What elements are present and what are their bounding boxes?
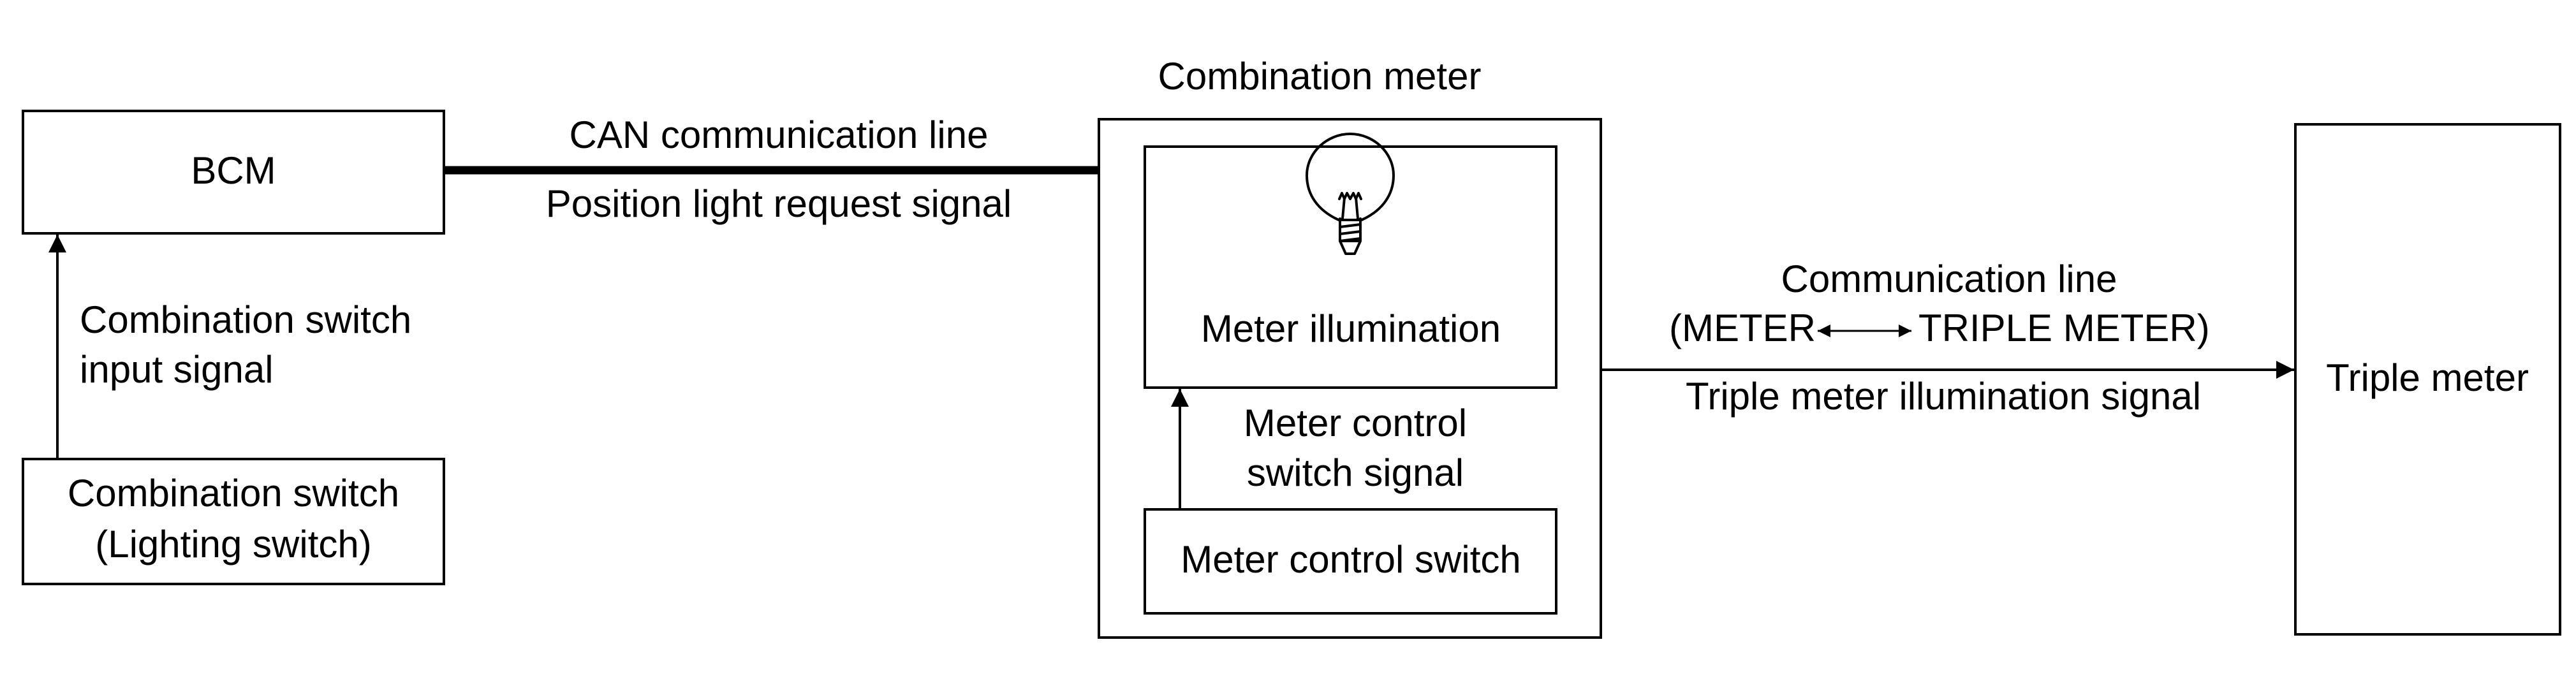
triple-meter-box <box>2294 123 2561 636</box>
can-communication-connection: CAN communication line Position light re… <box>445 113 1098 225</box>
combination-meter-block: Combination meter Meter illumination Met… <box>1098 55 1602 639</box>
combination-switch-label-line1: Combination switch <box>68 472 399 514</box>
meter-control-signal-line1: Meter control <box>1244 402 1467 444</box>
meter-illumination-block: Meter illumination <box>1144 133 1557 389</box>
triple-meter-block: Triple meter <box>2294 123 2561 636</box>
bcm-block: BCM <box>22 110 445 235</box>
triple-meter-illumination-signal-label: Triple meter illumination signal <box>1686 375 2201 418</box>
combination-switch-block: Combination switch (Lighting switch) <box>22 458 445 585</box>
bcm-box <box>22 110 445 235</box>
communication-line-label: Communication line <box>1781 258 2117 300</box>
triple-meter-label: Triple meter <box>2326 356 2529 399</box>
meter-control-switch-box <box>1144 508 1557 615</box>
meter-control-switch-block: Meter control switch <box>1144 508 1557 615</box>
combination-switch-label-line2: (Lighting switch) <box>95 523 372 565</box>
switch-to-bcm-connection: Combination switch input signal <box>48 235 411 459</box>
meter-control-signal-line2: switch signal <box>1247 451 1464 494</box>
combination-meter-title: Combination meter <box>1158 55 1482 98</box>
communication-line-triple-meter-label: TRIPLE METER) <box>1918 307 2210 349</box>
meter-illumination-box <box>1144 145 1557 389</box>
can-communication-line-label: CAN communication line <box>570 113 989 156</box>
communication-line-meter-label: (METER <box>1669 307 1816 349</box>
bcm-label: BCM <box>191 149 276 192</box>
meter-illumination-label: Meter illumination <box>1201 307 1501 350</box>
light-bulb-icon <box>1306 133 1395 255</box>
combination-switch-box <box>22 458 445 585</box>
combination-meter-box <box>1098 118 1602 639</box>
switch-to-bcm-signal-line2: input signal <box>80 348 274 391</box>
meter-control-connection: Meter control switch signal <box>1171 389 1467 509</box>
meter-to-triple-connection: Communication line (METER TRIPLE METER) … <box>1601 258 2294 418</box>
position-light-request-signal-label: Position light request signal <box>546 182 1012 225</box>
meter-control-switch-label: Meter control switch <box>1181 538 1521 581</box>
switch-to-bcm-signal-line1: Combination switch <box>80 298 411 341</box>
